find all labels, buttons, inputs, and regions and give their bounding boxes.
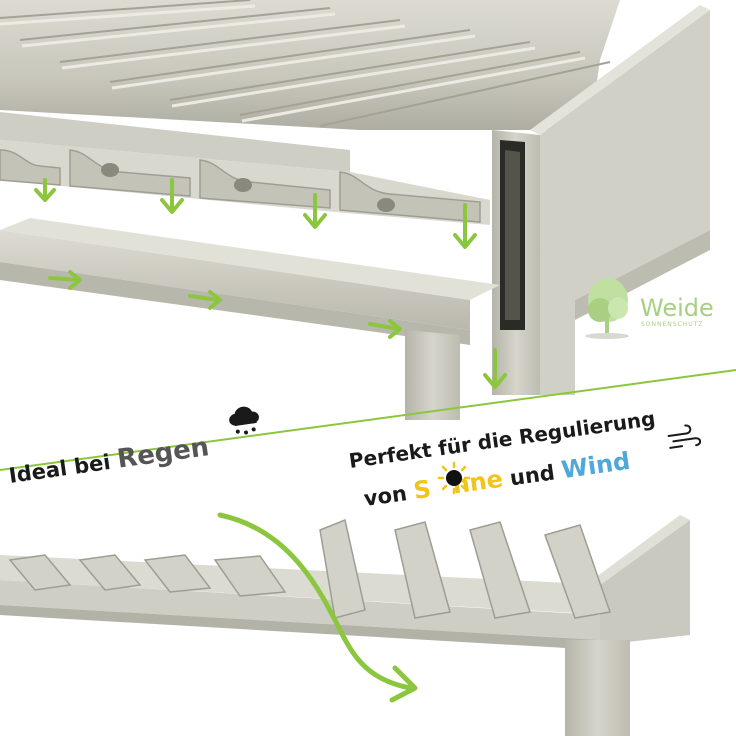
- wind-flow-arrow: [217, 512, 413, 691]
- front-post: [405, 330, 460, 420]
- water-flow-arrows: [34, 178, 507, 389]
- wind-icon: [667, 424, 702, 449]
- diagonal-divider: [0, 369, 736, 471]
- svg-text:Ideal bei Regen: Ideal bei Regen: [7, 432, 211, 490]
- wind-word: Wind: [560, 447, 632, 484]
- roof-slats: [0, 0, 620, 130]
- bottom-pergola-open: [0, 512, 690, 736]
- slat-profiles: [0, 149, 481, 223]
- tree-logo-icon: [585, 278, 629, 339]
- brand-logo: Weide SONNENSCHUTZ: [585, 278, 714, 339]
- rain-caption-prefix: Ideal bei: [7, 449, 119, 488]
- open-post: [565, 640, 630, 736]
- front-beam: [0, 112, 350, 172]
- open-slats: [8, 518, 611, 619]
- line2-and: und: [501, 459, 563, 491]
- rain-caption: Ideal bei Regen: [7, 432, 211, 490]
- line2-prefix: von: [362, 480, 415, 511]
- brand-name: Weide: [640, 294, 714, 322]
- sun-icon: [437, 461, 471, 495]
- rain-caption-highlight: Regen: [115, 432, 211, 475]
- side-beam: [540, 10, 710, 395]
- open-beam: [0, 580, 600, 640]
- brand-tagline: SONNENSCHUTZ: [641, 321, 703, 328]
- gutter-beam: [0, 230, 470, 330]
- sun-word-start: S: [412, 475, 433, 505]
- rain-cloud-icon: [229, 406, 259, 435]
- top-pergola-closed: [0, 0, 710, 420]
